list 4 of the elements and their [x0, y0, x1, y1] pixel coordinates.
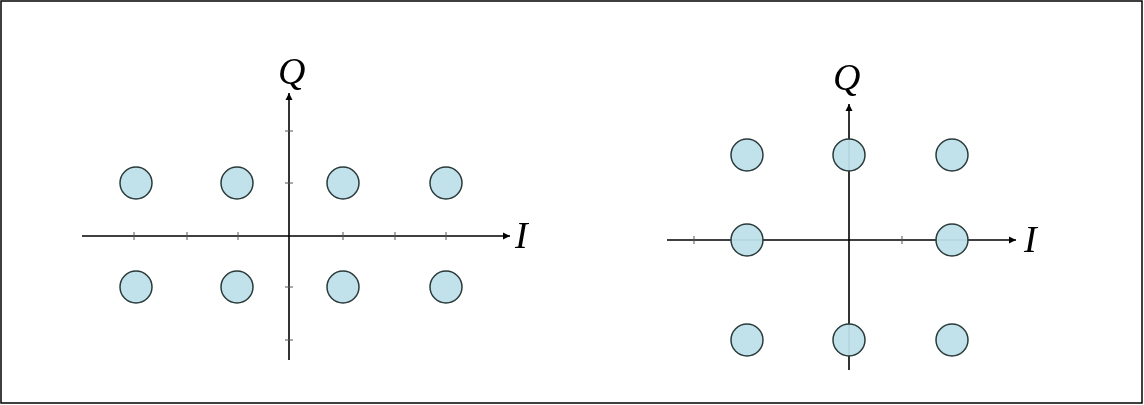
q-axis-label: Q [278, 52, 306, 90]
q-axis-label: Q [833, 58, 861, 96]
i-axis-label: I [515, 216, 528, 254]
i-axis-label: I [1024, 220, 1037, 258]
